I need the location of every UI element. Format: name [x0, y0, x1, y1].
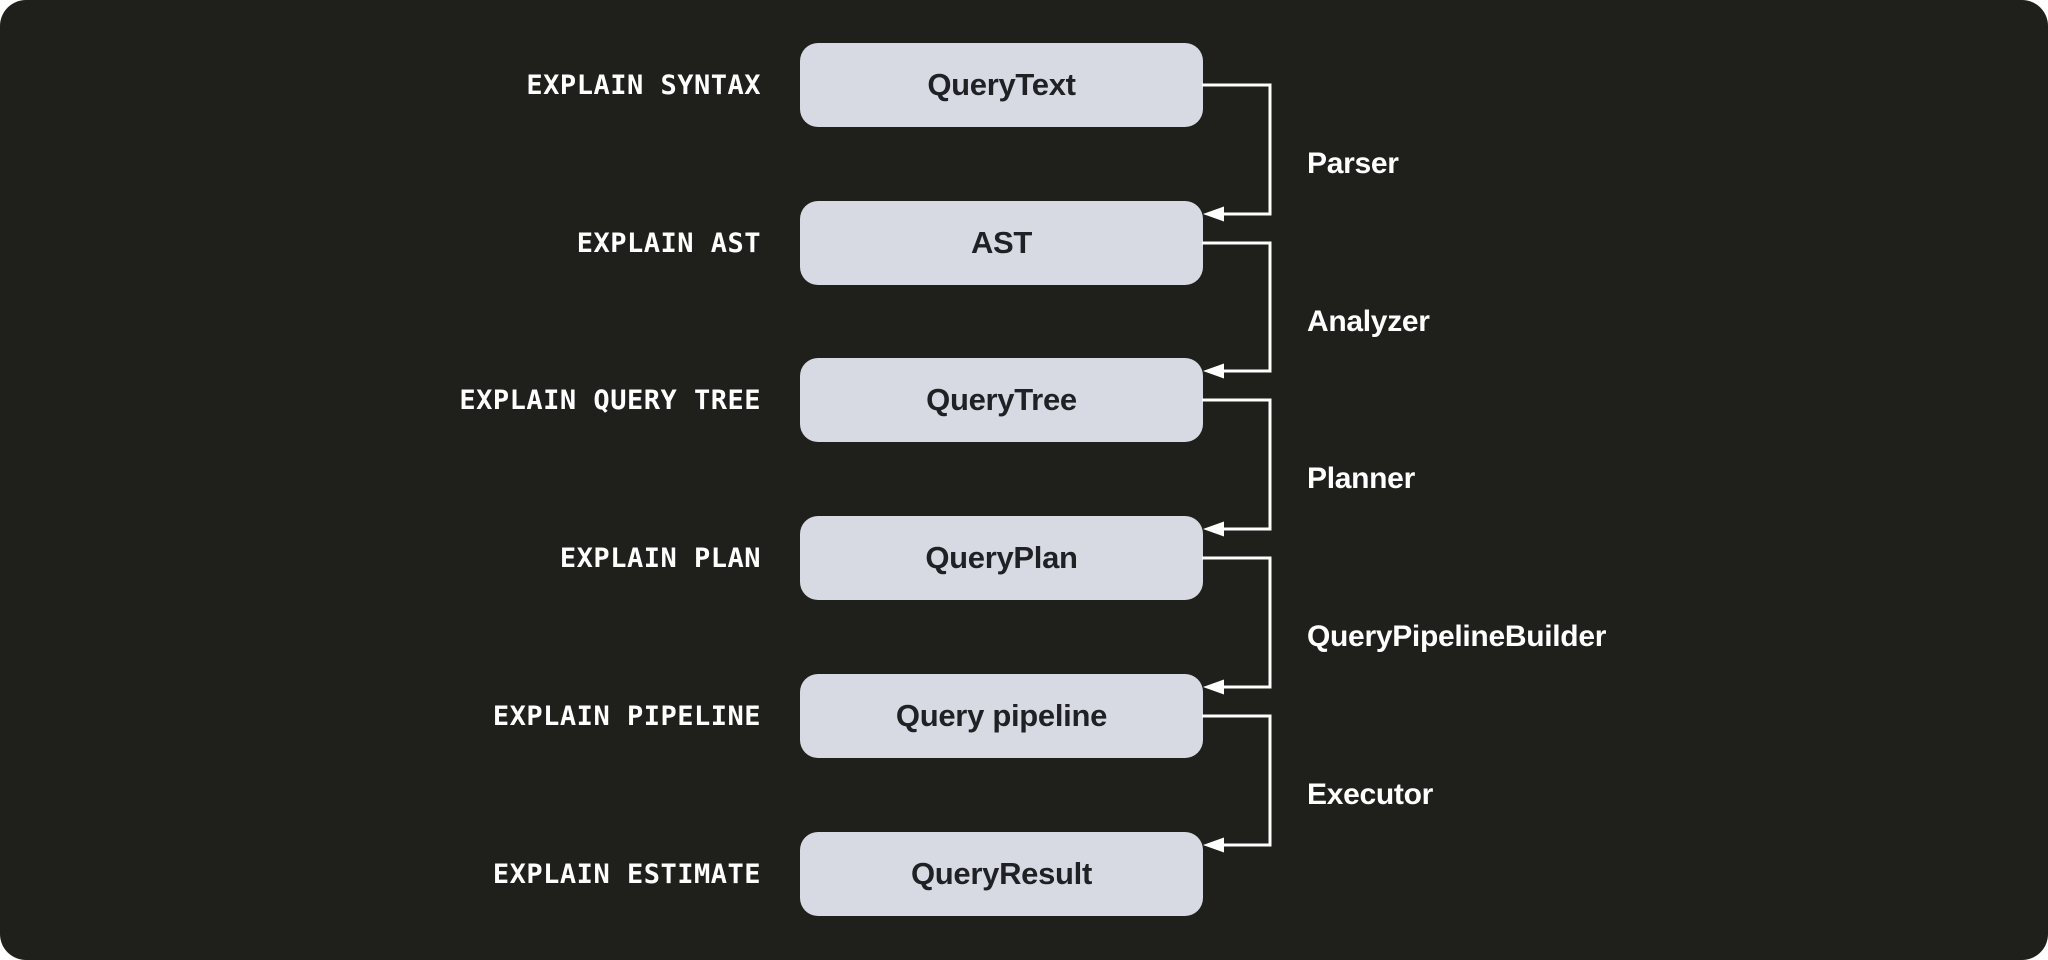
node-box-query-pipeline: Query pipeline	[800, 674, 1203, 758]
arrowhead-executor-icon	[1203, 837, 1224, 853]
stage-label-planner: Planner	[1307, 462, 1415, 495]
stage-label-parser: Parser	[1307, 147, 1399, 180]
command-label-explain-syntax: EXPLAIN SYNTAX	[526, 69, 761, 101]
command-label-explain-pipeline: EXPLAIN PIPELINE	[492, 700, 761, 732]
command-label-explain-plan: EXPLAIN PLAN	[559, 542, 761, 574]
arrowhead-parser-icon	[1203, 206, 1224, 222]
connector-parser	[1202, 83, 1272, 216]
arrowhead-planner-icon	[1203, 521, 1224, 537]
connector-planner	[1202, 398, 1272, 531]
stage-label-querypipelinebuilder: QueryPipelineBuilder	[1307, 620, 1607, 653]
node-box-querytext: QueryText	[800, 43, 1203, 127]
stage-label-analyzer: Analyzer	[1307, 305, 1430, 338]
arrowhead-querypipelinebuilder-icon	[1203, 679, 1224, 695]
command-label-explain-ast: EXPLAIN AST	[576, 227, 761, 259]
arrowhead-analyzer-icon	[1203, 363, 1224, 379]
command-label-explain-estimate: EXPLAIN ESTIMATE	[492, 858, 761, 890]
stage-label-executor: Executor	[1307, 778, 1433, 811]
node-box-queryplan: QueryPlan	[800, 516, 1203, 600]
command-label-explain-query-tree: EXPLAIN QUERY TREE	[459, 384, 761, 416]
connector-executor	[1202, 714, 1272, 847]
connector-querypipelinebuilder	[1202, 556, 1272, 689]
node-box-querytree: QueryTree	[800, 358, 1203, 442]
connector-analyzer	[1202, 241, 1272, 373]
node-box-queryresult: QueryResult	[800, 832, 1203, 916]
node-box-ast: AST	[800, 201, 1203, 285]
